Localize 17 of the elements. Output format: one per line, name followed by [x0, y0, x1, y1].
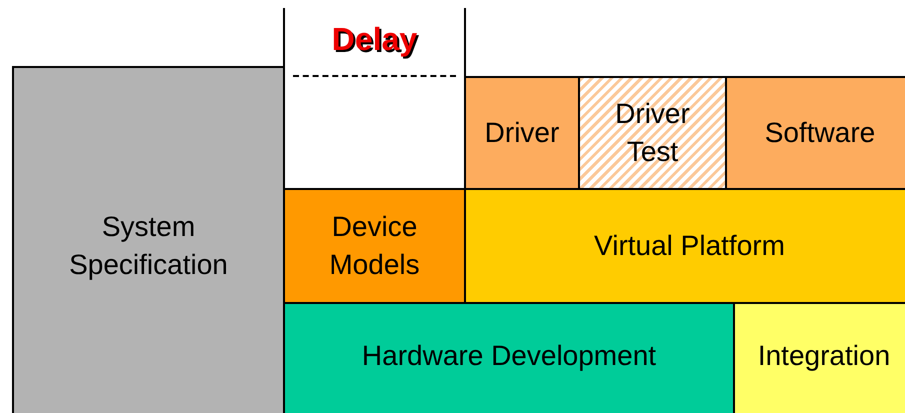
block-label: System Specification	[68, 210, 229, 282]
block-label: Driver Test	[614, 97, 691, 169]
delay-label: Delay	[332, 20, 418, 58]
driver-block	[464, 76, 580, 190]
block-label: Device Models	[328, 210, 421, 282]
block-label: Software	[764, 116, 876, 150]
integration-block	[733, 302, 905, 413]
block-label: Integration	[758, 339, 890, 373]
software-block	[725, 76, 905, 190]
hatched-test-block	[578, 76, 727, 190]
specification-block	[12, 66, 285, 413]
block-label: Hardware Development	[362, 339, 656, 373]
block-label: Driver	[484, 116, 560, 150]
platform-block	[464, 188, 905, 304]
hardware-block	[283, 302, 735, 413]
device-models-block	[283, 188, 466, 304]
block-label: Virtual Platform	[594, 229, 785, 263]
